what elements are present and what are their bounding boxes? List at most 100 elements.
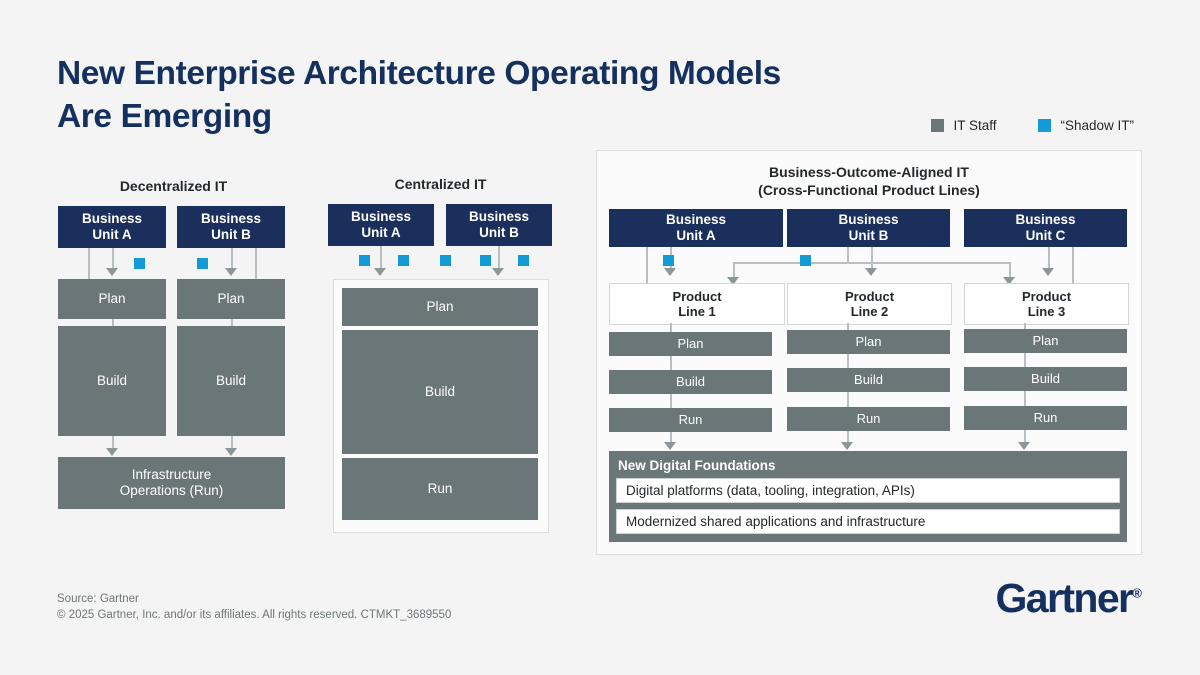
centralized-it-container: Plan Build Run (333, 279, 549, 533)
outcome-connector-c-riser (1072, 247, 1074, 284)
centralized-bu-a-line2: Unit A (361, 225, 401, 240)
centralized-build: Build (342, 330, 538, 454)
outcome-bus-right-drop (1009, 262, 1011, 279)
page-title-line-1: New Enterprise Architecture Operating Mo… (57, 55, 781, 92)
centralized-bu-b-line2: Unit B (479, 225, 519, 240)
centralized-shadow-it-marker-1 (359, 255, 370, 266)
centralized-arrow-a (374, 268, 386, 276)
outcome-connector-b-down (847, 247, 849, 263)
decentralized-bu-b-line1: Business (200, 211, 262, 226)
pl2-run: Run (787, 407, 950, 431)
outcome-arrow-b-to-pl2 (865, 268, 877, 276)
infra-ops-line2: Operations (Run) (119, 483, 224, 498)
centralized-plan: Plan (342, 288, 538, 326)
decentralized-business-unit-b: Business Unit B (177, 206, 285, 248)
outcome-bus-left-drop (733, 262, 735, 279)
decentralized-arrow-b (225, 268, 237, 276)
outcome-heading-line2: (Cross-Functional Product Lines) (758, 182, 980, 198)
infra-ops-line1: Infrastructure (131, 467, 212, 482)
page-title: New Enterprise Architecture Operating Mo… (57, 52, 1017, 138)
centralized-business-unit-a: Business Unit A (328, 204, 434, 246)
outcome-bu-c-line2: Unit C (1025, 228, 1066, 243)
outcome-bus-right (847, 262, 1009, 264)
product-line-1-line2: Line 1 (678, 304, 716, 319)
decentralized-bu-a-line2: Unit A (92, 227, 132, 242)
decentralized-connector-b-plan-build (231, 319, 233, 327)
registered-mark-icon: ® (1132, 585, 1142, 601)
decentralized-connector-b-run (231, 436, 233, 450)
decentralized-build-a: Build (58, 326, 166, 436)
foundations-title: New Digital Foundations (618, 458, 776, 473)
product-line-1: Product Line 1 (609, 283, 785, 325)
it-staff-swatch-icon (931, 119, 945, 132)
product-line-1-line1: Product (672, 289, 722, 304)
pl1-arrow-to-foundations (664, 442, 676, 450)
outcome-connector-c-down (1048, 247, 1050, 271)
decentralized-arrow-a (106, 268, 118, 276)
pl1-build: Build (609, 370, 772, 394)
product-line-2-line1: Product (844, 289, 895, 304)
outcome-arrow-bus-to-pl3 (1003, 277, 1015, 285)
decentralized-shadow-it-marker-b (197, 258, 208, 269)
legend-item-shadow-it: “Shadow IT” (1038, 118, 1134, 133)
pl1-plan: Plan (609, 332, 772, 356)
pl2-arrow-to-foundations (841, 442, 853, 450)
outcome-shadow-it-marker-b (800, 255, 811, 266)
centralized-bu-b-line1: Business (468, 209, 530, 224)
foundations-row-modernized-apps: Modernized shared applications and infra… (616, 509, 1120, 534)
product-line-3: Product Line 3 (964, 283, 1129, 325)
decentralized-connector-b-right (255, 248, 257, 280)
outcome-business-unit-c: Business Unit C (964, 209, 1127, 247)
panel-outcome-aligned-it: Business-Outcome-Aligned IT (Cross-Funct… (596, 150, 1142, 555)
gartner-logo: Gartner® (996, 575, 1143, 622)
pl3-arrow-to-foundations (1018, 442, 1030, 450)
decentralized-connector-b-center (231, 248, 233, 270)
outcome-bu-c-line1: Business (1015, 212, 1076, 227)
centralized-shadow-it-marker-2 (398, 255, 409, 266)
outcome-heading-line1: Business-Outcome-Aligned IT (769, 164, 969, 180)
foundations-row-digital-platforms: Digital platforms (data, tooling, integr… (616, 478, 1120, 503)
outcome-arrow-a-to-pl1 (664, 268, 676, 276)
outcome-connector-a-riser (646, 247, 648, 284)
decentralized-connector-a-run (112, 436, 114, 450)
decentralized-arrow-a-run (106, 448, 118, 456)
outcome-arrow-bus-to-pl1 (727, 277, 739, 285)
panel-centralized-heading: Centralized IT (394, 176, 487, 192)
decentralized-connector-a-center (112, 248, 114, 270)
product-line-2: Product Line 2 (787, 283, 952, 325)
centralized-shadow-it-marker-5 (518, 255, 529, 266)
legend-label-it-staff: IT Staff (953, 118, 997, 133)
page-title-line-2: Are Emerging (57, 98, 272, 135)
centralized-connector-b (498, 246, 500, 270)
decentralized-shadow-it-marker-a (134, 258, 145, 269)
outcome-arrow-c-to-pl3 (1042, 268, 1054, 276)
decentralized-connector-a-left (88, 248, 90, 280)
legend: IT Staff “Shadow IT” (931, 118, 1134, 133)
legend-label-shadow-it: “Shadow IT” (1060, 118, 1134, 133)
outcome-bu-a-line2: Unit A (676, 228, 716, 243)
centralized-connector-a (380, 246, 382, 270)
product-line-3-line2: Line 3 (1027, 304, 1066, 319)
outcome-connector-b-center (871, 247, 873, 271)
centralized-bu-a-line1: Business (350, 209, 412, 224)
pl1-run: Run (609, 408, 772, 432)
decentralized-build-b: Build (177, 326, 285, 436)
outcome-bu-a-line1: Business (665, 212, 727, 227)
centralized-arrow-b (492, 268, 504, 276)
outcome-bu-b-line2: Unit B (848, 228, 889, 243)
pl2-build: Build (787, 368, 950, 392)
outcome-bu-b-line1: Business (838, 212, 899, 227)
outcome-business-unit-b: Business Unit B (787, 209, 950, 247)
footer-copyright: © 2025 Gartner, Inc. and/or its affiliat… (57, 609, 452, 621)
outcome-shadow-it-marker-a (663, 255, 674, 266)
decentralized-business-unit-a: Business Unit A (58, 206, 166, 248)
decentralized-bu-a-line1: Business (81, 211, 143, 226)
decentralized-plan-a: Plan (58, 279, 166, 319)
new-digital-foundations: New Digital Foundations Digital platform… (609, 451, 1127, 542)
outcome-business-unit-a: Business Unit A (609, 209, 783, 247)
decentralized-arrow-b-run (225, 448, 237, 456)
decentralized-connector-a-plan-build (112, 319, 114, 327)
panel-centralized-it: Centralized IT Business Unit A Business … (328, 176, 553, 533)
footer: Source: Gartner © 2025 Gartner, Inc. and… (57, 591, 451, 623)
